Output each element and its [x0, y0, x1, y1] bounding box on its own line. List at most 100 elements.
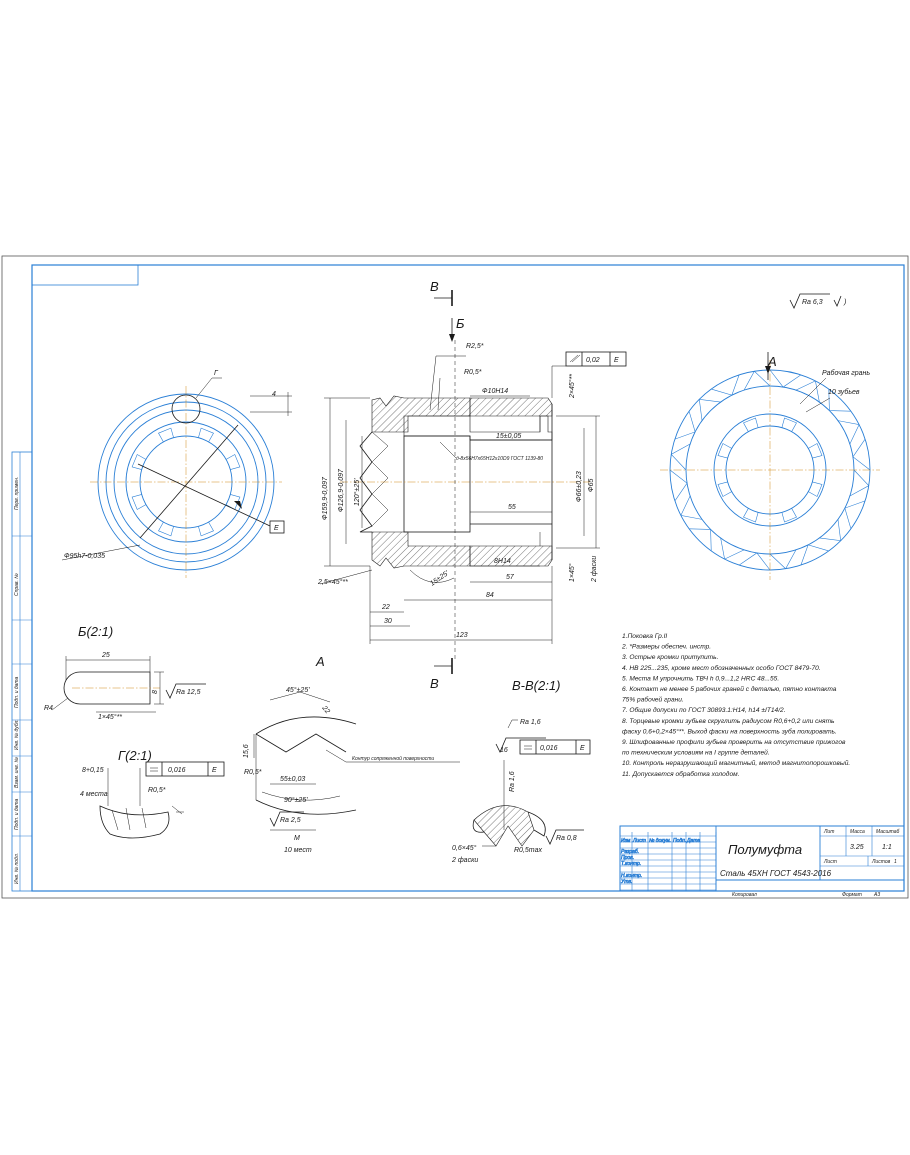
roughness-general: Ra 6,3 ) — [789, 293, 846, 309]
dim-55: 55 — [508, 504, 516, 511]
header-lit: Лит — [823, 829, 834, 835]
spline-slot — [743, 508, 759, 523]
view-vv-title: В-В(2:1) — [512, 678, 560, 693]
spline-slot — [781, 417, 797, 432]
tooth-edge — [819, 519, 842, 542]
view-a-places: 10 мест — [284, 847, 312, 854]
spline-slot — [808, 443, 823, 459]
label-working-face: Рабочая грань — [822, 369, 870, 377]
dim-84: 84 — [486, 592, 494, 599]
spline-slot — [808, 481, 823, 497]
dim-c2: 2×45°** — [568, 374, 576, 399]
spline-slot — [131, 454, 147, 470]
view-b: Б(2:1) 25 8 R4 1×45°** Ra 12,5 — [44, 624, 206, 721]
view-vv-tol: 0,016 — [540, 745, 558, 752]
tooth-edge — [669, 469, 688, 502]
tol-datum: Е — [614, 357, 619, 364]
sheet-label: Лист — [823, 859, 837, 865]
label-teeth: 10 зубьев — [828, 388, 860, 396]
note-line: 11. Допускается обработка холодом. — [622, 770, 740, 778]
view-g-datum: Е — [212, 767, 217, 774]
technical-notes: 1.Поковка Гр.II2. *Размеры обеспеч. инст… — [621, 633, 850, 778]
view-vv-datum: Е — [580, 745, 585, 752]
sheets-label: Листов — [871, 859, 891, 865]
arrow-b-label: Б — [456, 316, 465, 331]
cut-label-v-top: В — [430, 279, 439, 294]
tb-role-cell: Утв. — [621, 879, 632, 885]
cut-plane-v-top: В — [430, 279, 453, 306]
spline-slot — [717, 443, 732, 459]
view-g-dim8: 8+0,15 — [82, 767, 104, 774]
dim-57: 57 — [506, 574, 515, 581]
tooth-edge — [720, 537, 745, 560]
tooth-edge — [698, 398, 721, 421]
top-left-box — [31, 264, 139, 286]
radial-dim-4: 4 — [272, 391, 276, 398]
view-a-d55: 55±0,03 — [280, 776, 305, 783]
view-g: Г(2:1) 8+0,15 0,016 Е 4 места R0,5* — [80, 748, 225, 839]
sheets-value: 1 — [894, 859, 897, 865]
tooth-edge — [769, 549, 797, 570]
note-line: 1.Поковка Гр.II — [622, 633, 667, 640]
tooth-edge — [670, 443, 691, 471]
view-a-d156: 15,6 — [243, 744, 250, 758]
view-vv-d16: 16 — [500, 747, 508, 754]
view-vv-r05: R0,5max — [514, 847, 543, 854]
spline-slot — [131, 494, 147, 510]
format-label: Формат — [842, 892, 862, 898]
view-b-len: 25 — [101, 652, 110, 659]
tolerance-frame-top: 0,02 Е — [551, 351, 627, 398]
tb-header-cell: № докум. — [649, 838, 671, 844]
view-vv-ra16b: Ra 1,6 — [509, 771, 516, 792]
tooth-edge — [711, 374, 740, 396]
tb-role-cell: Разраб. — [621, 849, 639, 855]
spline-slot — [781, 508, 797, 523]
view-vv-two-ch: 2 фаски — [451, 857, 478, 864]
front-view-right: А Рабочая грань 10 зубьев — [660, 352, 880, 580]
tooth-edge — [800, 544, 829, 566]
roughness-general-paren: ) — [843, 299, 846, 306]
tooth-edge — [795, 380, 820, 403]
tooth-edge — [844, 500, 866, 529]
tol-value: 0,02 — [586, 357, 600, 364]
side-stamp: Перв. примен. Справ. № Подп. и дата Инв.… — [11, 451, 33, 892]
header-mass: Масса — [850, 829, 865, 835]
spline-slot — [198, 427, 214, 443]
tb-header-cell: Лист — [632, 838, 646, 844]
view-a-r05: R0,5* — [244, 769, 262, 776]
dim-8h14: 8Н14 — [494, 558, 511, 565]
arrow-b: Б — [449, 316, 465, 342]
view-g-tol: 0,016 — [168, 767, 186, 774]
tooth-edge — [837, 420, 860, 445]
view-b-r4: R4 — [44, 705, 53, 712]
scale-value: 1:1 — [882, 844, 892, 851]
stamp-cell-3: Инв. № дубл. — [14, 719, 20, 750]
view-a-m: М — [294, 835, 300, 842]
tb-role-cell: Т.контр. — [621, 861, 641, 867]
view-g-r05: R0,5* — [148, 787, 166, 794]
view-vv-ch: 0,6×45° — [452, 844, 477, 852]
mass-value: 3.25 — [850, 844, 864, 851]
dim-two-ch: 2 фаски — [591, 556, 598, 583]
view-g-title: Г(2:1) — [118, 748, 152, 763]
note-line: 75% рабочей грани. — [622, 696, 684, 704]
front-view-left: Е Г 4 Ф95h7-0,035 — [61, 370, 292, 578]
dim-120: 120°±25' — [353, 478, 361, 506]
view-vv-ra08: Ra 0,8 — [556, 835, 577, 842]
dim-phi65: Ф65 — [588, 479, 595, 492]
note-line: 10. Контроль неразрушающий магнитный, ме… — [622, 759, 850, 767]
tooth-edge — [680, 495, 703, 520]
tooth-edge — [674, 411, 696, 440]
dim-c1: 1×45° — [568, 563, 576, 582]
tb-role-cell: Пров. — [621, 855, 634, 861]
view-g-places: 4 места — [80, 791, 108, 798]
note-line: по техническим условиям на I группе дета… — [622, 749, 770, 757]
note-line: 7. Общие допуски по ГОСТ 30893.1:Н14, h1… — [622, 706, 786, 714]
part-name: Полумуфта — [728, 842, 802, 857]
datum-e-left: Е — [274, 525, 279, 532]
copied-label: Копировал — [732, 892, 757, 898]
tb-role-cell: Н.контр. — [621, 873, 642, 879]
arrow-a-label: А — [767, 354, 777, 369]
dim-r25: R2,5* — [466, 343, 484, 350]
dim-phi1269: Ф126,9-0,097 — [338, 468, 345, 512]
